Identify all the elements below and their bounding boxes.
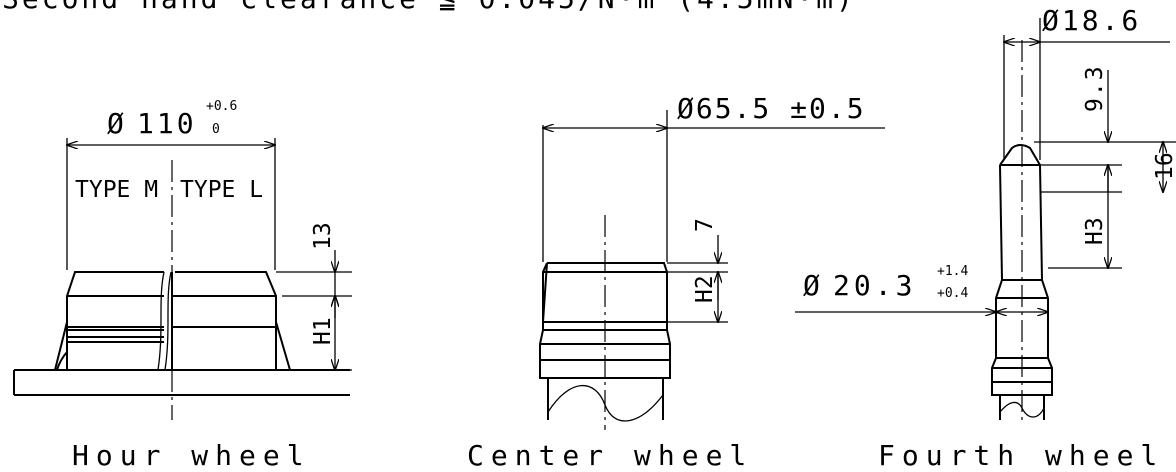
hour-wheel-base-plate xyxy=(13,369,350,396)
hour-wheel-right-tube xyxy=(171,271,291,371)
hour-wheel-type-m-label: TYPE M xyxy=(75,177,158,203)
hour-wheel-diameter-value: 110 xyxy=(137,107,197,140)
hour-wheel-break-line xyxy=(157,271,172,371)
center-wheel: Ø65.5 ±0.5 7 H2 Center wheel xyxy=(467,92,885,472)
hour-wheel-dim-13-label: 13 xyxy=(310,222,336,250)
fourth-wheel-shaft-diameter-symbol: Ø xyxy=(803,269,820,302)
hour-wheel-left-tube xyxy=(54,271,164,371)
center-wheel-dim-7-label: 7 xyxy=(692,218,718,232)
fourth-wheel-dim-h3-label: H3 xyxy=(1082,217,1108,245)
hour-wheel-diameter-tol-upper: +0.6 xyxy=(206,99,237,114)
hour-wheel-dim-h1-label: H1 xyxy=(310,317,336,345)
center-wheel-diameter: Ø65.5 ±0.5 xyxy=(677,92,866,125)
fourth-wheel-shaft-diameter-tol-upper: +1.4 xyxy=(937,264,968,279)
center-wheel-caption: Center wheel xyxy=(467,439,753,472)
header-note: Second hand clearance ≦ 0.045/N·m (4.5mN… xyxy=(2,0,856,15)
fourth-wheel: Ø18.6 9.3 H3 16 Ø 20.3 +1.4 +0.4 Fourth … xyxy=(795,4,1176,472)
hour-wheel-diameter-symbol: Ø xyxy=(107,107,124,140)
fourth-wheel-shaft-diameter-tol-lower: +0.4 xyxy=(937,286,968,301)
hour-wheel: Ø 110 +0.6 0 TYPE M TYPE L 13 H1 Hour wh… xyxy=(13,99,352,472)
hour-wheel-type-l-label: TYPE L xyxy=(180,177,263,203)
fourth-wheel-shaft-diameter-value: 20.3 xyxy=(833,269,916,302)
fourth-wheel-dim-9-3-label: 9.3 xyxy=(1082,64,1108,112)
hour-wheel-diameter-tol-lower: 0 xyxy=(212,122,220,137)
fourth-wheel-top-diameter: Ø18.6 xyxy=(1042,4,1141,37)
fourth-wheel-caption: Fourth wheel xyxy=(878,439,1164,472)
center-wheel-dim-h2-label: H2 xyxy=(692,275,718,303)
fourth-wheel-dim-16-label: 16 xyxy=(1152,152,1176,180)
hour-wheel-caption: Hour wheel xyxy=(72,439,311,472)
